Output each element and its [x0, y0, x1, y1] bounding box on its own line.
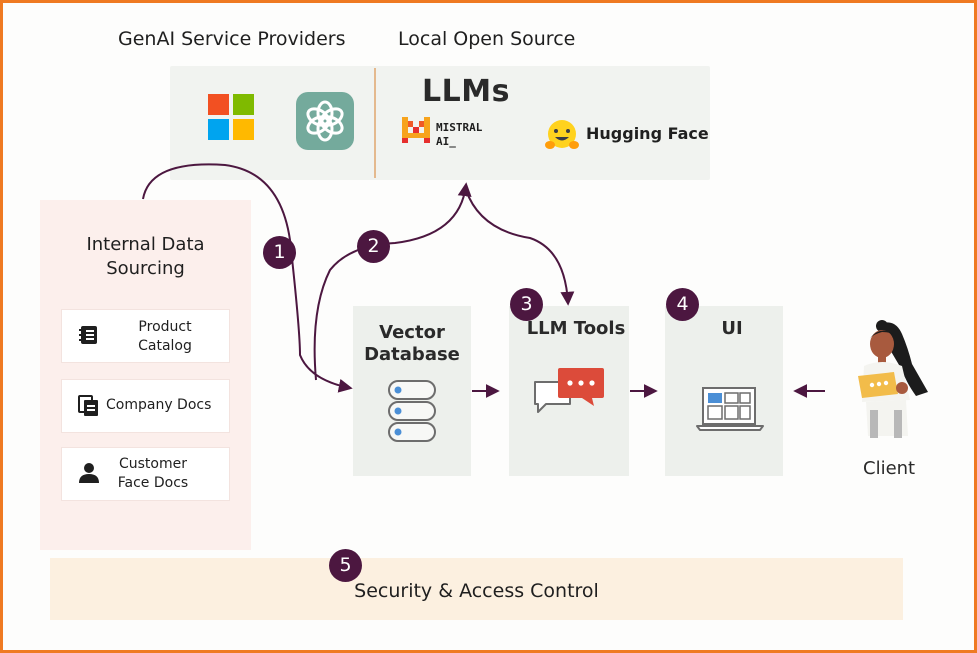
chat-bubbles-icon [532, 366, 606, 414]
llm-tools-title: LLM Tools [526, 318, 626, 339]
llms-title: LLMs [422, 74, 510, 109]
local-open-source-heading: Local Open Source [398, 28, 576, 50]
arrow-sourcing-to-vector [142, 163, 353, 393]
arrow-llm-to-tools [465, 189, 575, 306]
vector-database-title: Vector Database [353, 322, 471, 366]
mistral-ai-label: MISTRAL AI_ [436, 121, 482, 149]
openai-logo-icon [296, 92, 354, 150]
step-badge-2: 2 [357, 230, 390, 263]
genai-providers-heading: GenAI Service Providers [118, 28, 346, 50]
ui-title: UI [721, 318, 743, 339]
product-catalog-card: Product Catalog [62, 310, 229, 362]
customer-face-docs-card: Customer Face Docs [62, 448, 229, 500]
security-access-label: Security & Access Control [354, 580, 599, 602]
notebook-icon [78, 324, 100, 346]
customer-face-docs-label: Customer Face Docs [106, 455, 200, 493]
step-badge-4: 4 [666, 288, 699, 321]
company-docs-card: Company Docs [62, 380, 229, 432]
laptop-icon [695, 386, 765, 432]
company-docs-label: Company Docs [106, 397, 212, 413]
internal-title-line-2: Sourcing [106, 258, 185, 279]
internal-data-title: Internal Data Sourcing [40, 233, 251, 281]
step-badge-3: 3 [510, 288, 543, 321]
hugging-face-logo-icon [544, 118, 580, 152]
person-icon [78, 462, 100, 484]
product-catalog-label: Product Catalog [106, 318, 224, 356]
documents-icon [78, 395, 100, 417]
microsoft-logo-icon [208, 94, 254, 140]
vector-title-line-2: Database [364, 344, 460, 365]
providers-divider [374, 68, 376, 178]
mistral-line-1: MISTRAL [436, 121, 483, 134]
providers-panel [170, 66, 710, 180]
database-icon [387, 378, 437, 444]
mistral-logo-icon [402, 117, 430, 143]
vector-title-line-1: Vector [379, 322, 445, 343]
product-catalog-line-1: Product [138, 319, 192, 335]
client-label: Client [863, 458, 916, 479]
hugging-face-label: Hugging Face [586, 124, 709, 143]
internal-title-line-1: Internal Data [86, 234, 205, 255]
arrow-vector-to-llm-path [313, 182, 472, 381]
product-catalog-line-2: Catalog [138, 338, 192, 354]
customer-docs-line-2: Face Docs [117, 475, 189, 491]
security-access-band [50, 558, 903, 620]
customer-docs-line-1: Customer [118, 456, 187, 472]
step-badge-5: 5 [329, 549, 362, 582]
mistral-line-2: AI_ [436, 135, 456, 148]
step-badge-1: 1 [263, 236, 296, 269]
client-person-icon [836, 318, 928, 440]
